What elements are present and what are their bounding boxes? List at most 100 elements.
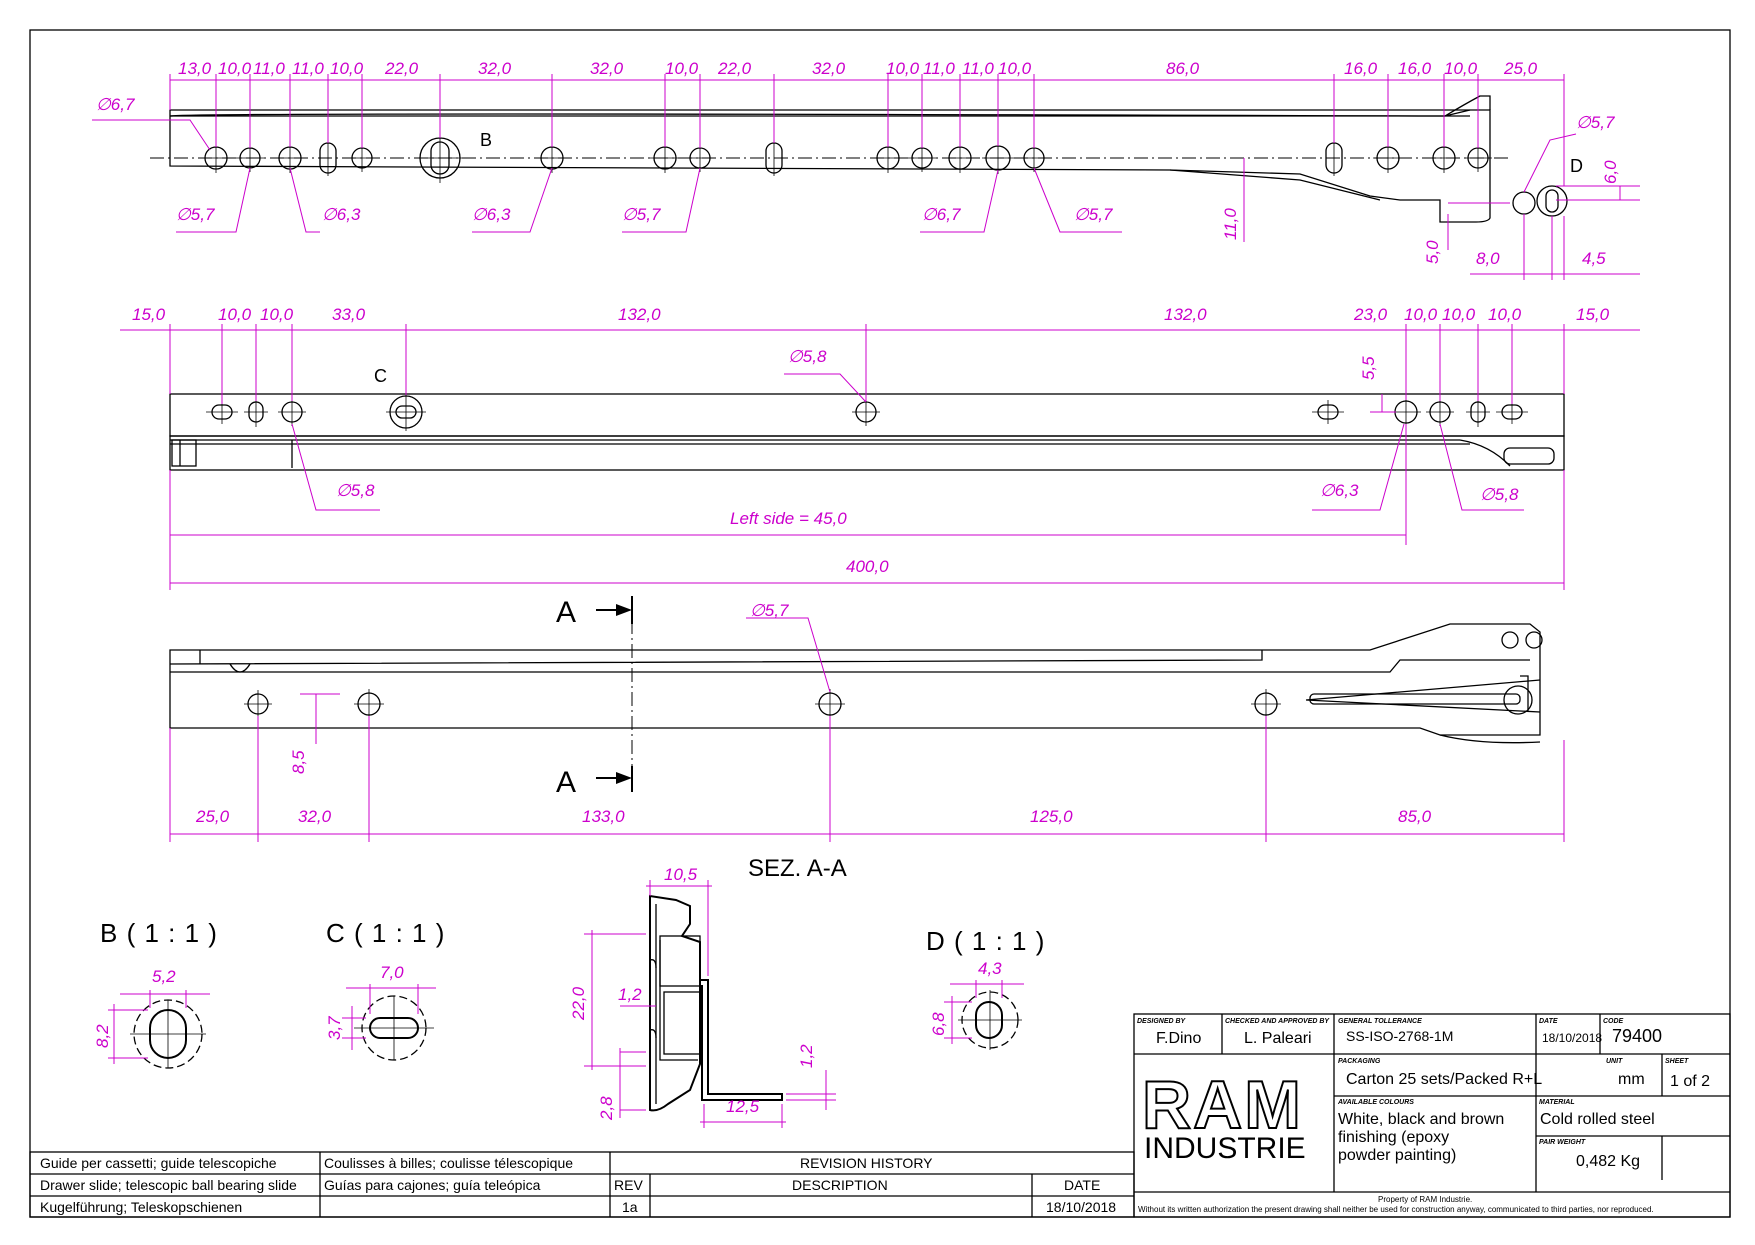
top-dim-14: 11,0	[962, 59, 994, 78]
bottom-dimension-lines	[169, 617, 1565, 842]
mid-dim-7: 23,0	[1353, 305, 1388, 324]
bottom-holes	[244, 689, 1281, 719]
top-dim-12: 10,0	[886, 59, 920, 78]
detail-c-height: 3,7	[325, 1016, 344, 1040]
logo-industrie: INDUSTRIE	[1144, 1132, 1306, 1165]
sec-dim-125: 12,5	[726, 1097, 760, 1116]
top-dim-1: 13,0	[178, 59, 212, 78]
top-dim-17: 16,0	[1344, 59, 1378, 78]
designed-by-label: DESIGNED BY	[1137, 1018, 1187, 1025]
detail-b-height: 8,2	[93, 1024, 112, 1048]
sec-dim-12b: 1,2	[797, 1044, 816, 1068]
top-dim-8: 32,0	[590, 59, 624, 78]
date: 18/10/2018	[1542, 1031, 1602, 1045]
bottom-labels: A A ∅5,7 8,5 25,0 32,0 133,0 125,0 85,0 …	[195, 596, 1432, 882]
total-length-dim: 400,0	[846, 557, 889, 576]
mid-vdim-55: 5,5	[1359, 356, 1378, 380]
top-dimension-lines	[92, 74, 1640, 280]
tolerance: SS-ISO-2768-1M	[1346, 1028, 1453, 1044]
top-dim-15: 10,0	[998, 59, 1032, 78]
middle-dimension-labels: 15,0 10,0 10,0 33,0 132,0 132,0 23,0 10,…	[132, 305, 1610, 576]
top-dim-2: 10,0	[218, 59, 252, 78]
desc-it: Guide per cassetti; guide telescopiche	[40, 1155, 277, 1171]
mid-dim-3: 10,0	[260, 305, 294, 324]
top-dim-9: 10,0	[665, 59, 699, 78]
detail-c: C ( 1 : 1 ) 7,0 3,7	[325, 918, 444, 1061]
disclaimer-note: Without its written authorization the pr…	[1138, 1205, 1654, 1214]
top-vdim-6: 6,0	[1601, 160, 1620, 184]
packaging: Carton 25 sets/Packed R+L	[1346, 1071, 1542, 1088]
mid-diam-63: ∅6,3	[1320, 481, 1359, 500]
top-vdim-11: 11,0	[1221, 208, 1240, 240]
top-diam-63b: ∅6,3	[472, 205, 511, 224]
top-dim-4: 11,0	[292, 59, 324, 78]
top-hdim-8: 8,0	[1476, 249, 1500, 268]
top-dim-5: 10,0	[330, 59, 364, 78]
weight-label: PAIR WEIGHT	[1539, 1139, 1586, 1146]
middle-view: 15,0 10,0 10,0 33,0 132,0 132,0 23,0 10,…	[120, 305, 1640, 590]
mid-dim-4: 33,0	[332, 305, 366, 324]
top-dim-10: 22,0	[717, 59, 752, 78]
property-note: Property of RAM Industrie.	[1378, 1195, 1472, 1204]
detail-label-b: B	[480, 130, 492, 150]
bottom-view: A A ∅5,7 8,5 25,0 32,0 133,0 125,0 85,0 …	[169, 596, 1565, 882]
title-block: DESIGNED BY F.Dino CHECKED AND APPROVED …	[1133, 1013, 1731, 1218]
sec-dim-top: 10,5	[664, 865, 698, 884]
top-holes	[201, 133, 1568, 217]
detail-d: D ( 1 : 1 ) 4,3 6,8	[926, 926, 1044, 1050]
revision-table: Guide per cassetti; guide telescopiche C…	[29, 1151, 1135, 1218]
desc-fr: Coulisses à billes; coulisse télescopiqu…	[324, 1155, 573, 1171]
code: 79400	[1612, 1026, 1662, 1046]
weight: 0,482 Kg	[1576, 1153, 1640, 1170]
top-dim-16: 86,0	[1166, 59, 1200, 78]
bot-dim-1: 25,0	[195, 807, 230, 826]
top-diam-63a: ∅6,3	[322, 205, 361, 224]
section-profile: 10,5 22,0 1,2 1,2 2,8 12,5	[569, 865, 836, 1128]
mid-diam-center: ∅5,8	[788, 347, 827, 366]
top-diam-57c: ∅5,7	[1074, 205, 1113, 224]
desc-en: Drawer slide; telescopic ball bearing sl…	[40, 1177, 297, 1193]
mid-dim-5: 132,0	[618, 305, 661, 324]
detail-d-height: 6,8	[929, 1012, 948, 1036]
unit-label: UNIT	[1606, 1058, 1623, 1065]
mid-dim-8: 10,0	[1404, 305, 1438, 324]
top-dim-18: 16,0	[1398, 59, 1432, 78]
top-rail-outline	[169, 109, 1491, 223]
middle-holes	[206, 393, 1528, 431]
detail-c-width: 7,0	[380, 963, 404, 982]
mid-dim-10: 10,0	[1488, 305, 1522, 324]
date-header: DATE	[1064, 1177, 1100, 1193]
top-diam-67b: ∅6,7	[922, 205, 961, 224]
desc-es: Guías para cajones; guía teleópica	[324, 1177, 541, 1193]
top-dim-7: 32,0	[478, 59, 512, 78]
code-label: CODE	[1603, 1018, 1624, 1025]
sec-dim-28: 2,8	[597, 1096, 616, 1121]
revision-history-title: REVISION HISTORY	[800, 1155, 933, 1171]
top-dim-6: 22,0	[384, 59, 419, 78]
middle-rail-outline	[169, 393, 1565, 437]
rev-value: 1a	[622, 1199, 638, 1215]
top-dim-13: 11,0	[923, 59, 955, 78]
detail-label-c: C	[374, 366, 387, 386]
material-label: MATERIAL	[1539, 1099, 1575, 1106]
detail-b-title: B ( 1 : 1 )	[100, 918, 218, 948]
colours-line-1: White, black and brown	[1338, 1111, 1504, 1128]
bottom-rail-outline	[169, 623, 1541, 736]
mid-dim-6: 132,0	[1164, 305, 1207, 324]
desc-de: Kugelführung; Teleskopschienen	[40, 1199, 242, 1215]
section-arrow-a-top: A	[556, 596, 576, 629]
top-dim-19: 10,0	[1444, 59, 1478, 78]
date-label: DATE	[1539, 1018, 1558, 1025]
packaging-label: PACKAGING	[1338, 1058, 1381, 1065]
rev-date-value: 18/10/2018	[1046, 1199, 1116, 1215]
bot-dim-3: 133,0	[582, 807, 625, 826]
top-hdim-45: 4,5	[1582, 249, 1606, 268]
top-diam-right: ∅5,7	[1576, 113, 1615, 132]
section-title: SEZ. A-A	[748, 855, 847, 882]
top-dimension-labels: 13,0 10,0 11,0 11,0 10,0 22,0 32,0 32,0 …	[96, 59, 1620, 268]
colours-line-2: finishing (epoxy	[1338, 1129, 1449, 1146]
top-view: 13,0 10,0 11,0 11,0 10,0 22,0 32,0 32,0 …	[92, 59, 1640, 280]
top-dim-3: 11,0	[253, 59, 285, 78]
